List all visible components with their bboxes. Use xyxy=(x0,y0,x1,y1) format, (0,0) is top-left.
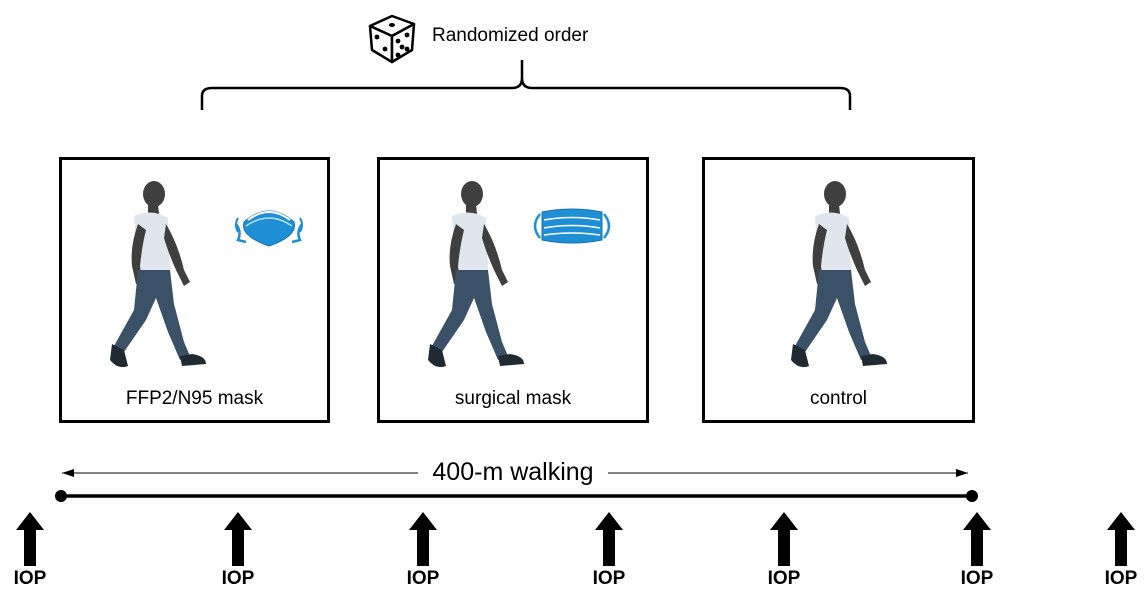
iop-label: IOP xyxy=(1104,568,1138,589)
up-arrow-icon xyxy=(595,512,623,566)
arrowhead-left-icon xyxy=(62,469,74,477)
condition-label: control xyxy=(809,388,868,409)
iop-label: IOP xyxy=(406,568,440,589)
iop-label: IOP xyxy=(592,568,626,589)
walking-timeline xyxy=(55,469,978,502)
iop-marker: IOP xyxy=(952,512,1002,590)
iop-marker: IOP xyxy=(759,512,809,590)
condition-panel-control: control xyxy=(702,157,975,423)
up-arrow-icon xyxy=(224,512,252,566)
iop-marker: IOP xyxy=(1096,512,1146,590)
dice-icon xyxy=(368,14,416,64)
walking-label: 400-m walking xyxy=(418,458,608,487)
walking-person-icon xyxy=(428,181,524,368)
surgical-mask-icon xyxy=(533,208,611,244)
iop-marker: IOP xyxy=(213,512,263,590)
up-arrow-icon xyxy=(770,512,798,566)
iop-label: IOP xyxy=(960,568,994,589)
condition-panel-surgical: surgical mask xyxy=(377,157,649,423)
condition-label: FFP2/N95 mask xyxy=(125,388,264,409)
condition-label: surgical mask xyxy=(454,388,572,409)
iop-marker: IOP xyxy=(5,512,55,590)
up-arrow-icon xyxy=(409,512,437,566)
iop-label: IOP xyxy=(221,568,255,589)
up-arrow-icon xyxy=(963,512,991,566)
condition-panel-ffp2: FFP2/N95 mask xyxy=(59,157,330,423)
randomized-order-label: Randomized order xyxy=(432,25,589,46)
arrowhead-right-icon xyxy=(956,469,968,477)
ffp2-mask-icon xyxy=(234,210,304,247)
up-arrow-icon xyxy=(1107,512,1135,566)
up-arrow-icon xyxy=(16,512,44,566)
randomization-brace xyxy=(200,60,852,110)
iop-label: IOP xyxy=(767,568,801,589)
iop-marker: IOP xyxy=(398,512,448,590)
timeline-start-dot xyxy=(55,490,67,502)
iop-marker: IOP xyxy=(584,512,634,590)
iop-label: IOP xyxy=(13,568,47,589)
walking-person-icon xyxy=(791,181,887,368)
timeline-end-dot xyxy=(966,490,978,502)
walking-person-icon xyxy=(110,181,206,368)
